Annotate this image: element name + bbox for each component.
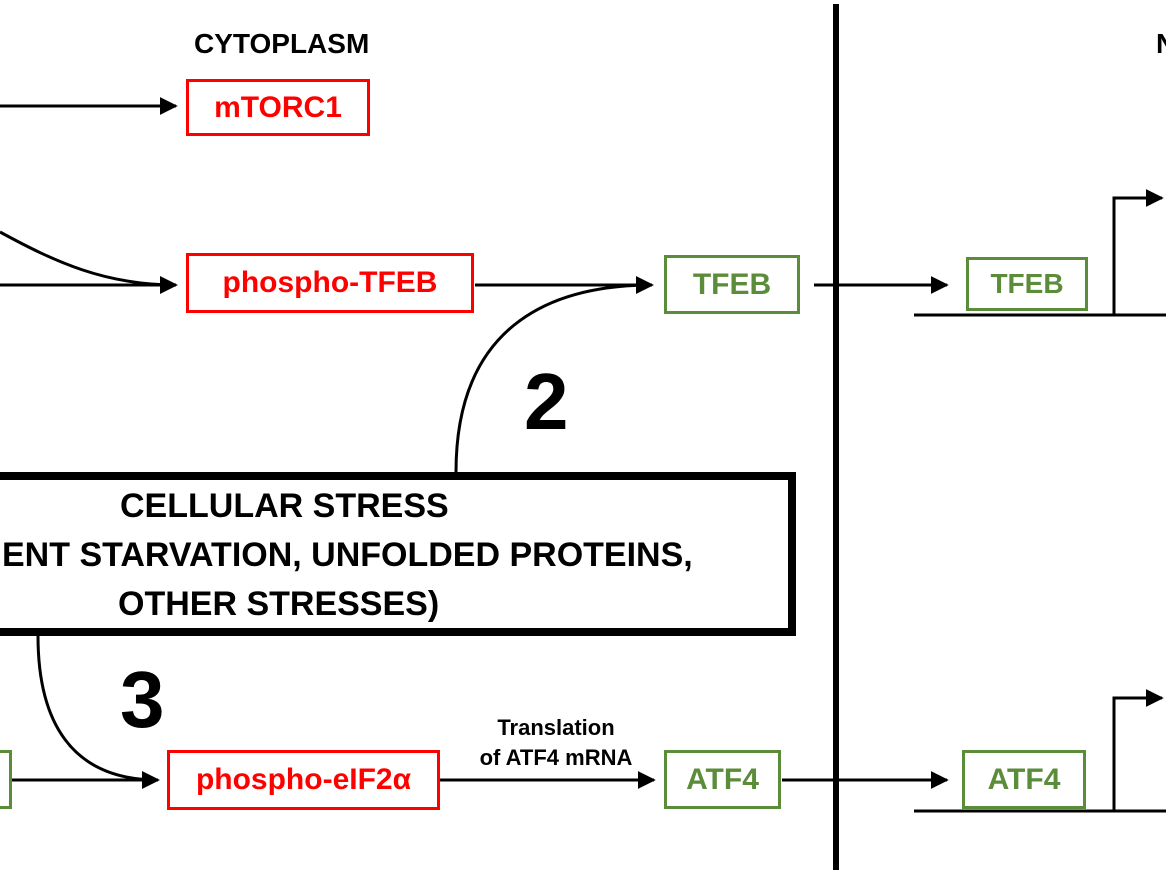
- promoter-tfeb: [1112, 189, 1164, 315]
- stress-line-3: OTHER STRESSES): [118, 585, 440, 623]
- stress-curve-to-tfeb: [454, 276, 654, 473]
- node-tfeb-nucleus: TFEB: [966, 257, 1088, 311]
- nucleus-label-fragment: N: [1156, 28, 1166, 60]
- translation-line-2: of ATF4 mRNA: [479, 745, 633, 770]
- node-phospho-eif2a: phospho-eIF2α: [167, 750, 440, 810]
- node-atf4-nucleus: ATF4: [962, 750, 1086, 809]
- node-mtorc1: mTORC1: [186, 79, 370, 136]
- node-atf4-cytoplasm: ATF4: [664, 750, 781, 809]
- stress-curve-to-phospho-eif2a: [36, 635, 160, 789]
- translation-label: Translation of ATF4 mRNA: [448, 713, 664, 773]
- stress-line-2: ENT STARVATION, UNFOLDED PROTEINS,: [2, 536, 693, 574]
- node-partial-left: [0, 750, 12, 809]
- translation-line-1: Translation: [497, 715, 615, 740]
- node-tfeb-cytoplasm: TFEB: [664, 255, 800, 314]
- cellular-stress-box: [0, 472, 796, 636]
- cytoplasm-label: CYTOPLASM: [194, 28, 370, 59]
- pathway-number-2: 2: [524, 357, 569, 446]
- node-phospho-tfeb: phospho-TFEB: [186, 253, 474, 313]
- pathway-number-3: 3: [120, 655, 165, 744]
- promoter-atf4: [1112, 689, 1164, 811]
- stress-line-1: CELLULAR STRESS: [120, 487, 449, 525]
- curve-to-phospho-tfeb: [0, 230, 178, 294]
